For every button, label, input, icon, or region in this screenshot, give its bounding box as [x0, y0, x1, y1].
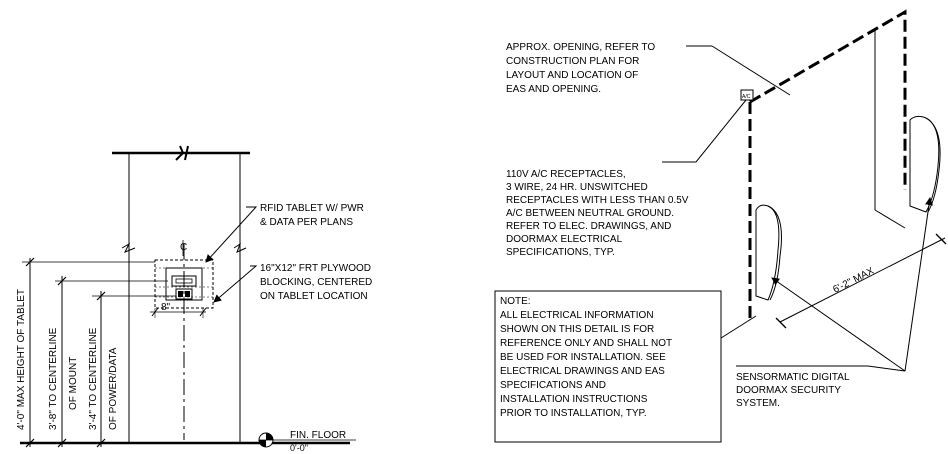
mount-dimension-label-1: 3'-8" TO CENTERLINE	[48, 327, 59, 430]
receptacle-note-line-7: SPECIFICATIONS, TYP.	[506, 247, 615, 258]
sensormatic-note-line-1: SENSORMATIC DIGITAL	[736, 372, 850, 383]
isometric-opening: A/C	[740, 9, 907, 318]
opening-note-line-3: LAYOUT AND LOCATION OF	[506, 70, 638, 81]
power-dimension-label-1: 3'-4" TO CENTERLINE	[88, 327, 99, 430]
doormax-pedestals	[755, 115, 941, 301]
note-line-1: NOTE:	[500, 296, 531, 307]
note-line-6: ELECTRICAL DRAWINGS AND EAS	[500, 366, 665, 377]
rfid-tablet-note-line-2: & DATA PER PLANS	[260, 217, 353, 228]
vertical-dimensions: 4'-0" MAX HEIGHT OF TABLET 3'-8" TO CENT…	[16, 257, 176, 448]
note-line-2: ALL ELECTRICAL INFORMATION	[500, 310, 654, 321]
note-line-4: REFERENCE ONLY AND SHALL NOT	[500, 338, 672, 349]
floor-elevation-label: 0'-0"	[290, 443, 308, 453]
rfid-tablet-note-line-1: RFID TABLET W/ PWR	[260, 203, 364, 214]
receptacle-note-line-6: DOORMAX ELECTRICAL	[506, 234, 623, 245]
opening-note-line-2: CONSTRUCTION PLAN FOR	[506, 56, 639, 67]
blocking-note-line-2: BLOCKING, CENTERED	[260, 277, 372, 288]
floor-elevation-marker: FIN. FLOOR 0'-0"	[258, 430, 356, 453]
sensormatic-note-line-3: SYSTEM.	[736, 398, 780, 409]
sensormatic-leader: SENSORMATIC DIGITAL DOORMAX SECURITY SYS…	[736, 197, 933, 409]
note-line-3: SHOWN ON THIS DETAIL IS FOR	[500, 324, 654, 335]
blocking-note-line-1: 16"X12" FRT PLYWOOD	[260, 263, 371, 274]
receptacle-note-line-3: RECEPTACLES WITH LESS THAN 0.5V	[506, 195, 689, 206]
max-width-label: 6'-2" MAX	[831, 266, 876, 296]
note-line-5: BE USED FOR INSTALLATION. SEE	[500, 352, 666, 363]
max-width-dimension: 6'-2" MAX	[775, 233, 947, 329]
centerline-symbol: C	[180, 242, 187, 253]
ac-box-label: A/C	[742, 94, 751, 100]
receptacle-note-line-1: 110V A/C RECEPTACLES,	[506, 169, 626, 180]
receptacle-note-line-5: REFER TO ELEC. DRAWINGS, AND	[506, 221, 671, 232]
mount-dimension-label-2: OF MOUNT	[68, 357, 79, 410]
note-line-9: PRIOR TO INSTALLATION, TYP.	[500, 408, 647, 419]
receptacle-note-line-4: A/C BETWEEN NEUTRAL GROUND.	[506, 208, 674, 219]
max-height-dimension-label: 4'-0" MAX HEIGHT OF TABLET	[16, 289, 27, 430]
rfid-leader: RFID TABLET W/ PWR & DATA PER PLANS	[205, 203, 364, 263]
tablet-assembly: C 8"	[150, 240, 214, 318]
sensormatic-note-line-2: DOORMAX SECURITY	[736, 385, 841, 396]
opening-note-line-1: APPROX. OPENING, REFER TO	[506, 42, 655, 53]
note-line-8: INSTALLATION INSTRUCTIONS	[500, 394, 648, 405]
note-line-7: SPECIFICATIONS AND	[500, 380, 606, 391]
receptacle-note-line-2: 3 WIRE, 24 HR. UNSWITCHED	[506, 182, 648, 193]
fin-floor-label: FIN. FLOOR	[290, 430, 346, 441]
opening-leader: APPROX. OPENING, REFER TO CONSTRUCTION P…	[506, 42, 791, 96]
receptacle-leader: 110V A/C RECEPTACLES, 3 WIRE, 24 HR. UNS…	[506, 99, 747, 258]
left-wall-elevation	[20, 145, 350, 445]
power-dimension-label-2: OF POWER/DATA	[108, 347, 119, 430]
blocking-note-line-3: ON TABLET LOCATION	[260, 291, 368, 302]
general-note-box: NOTE: ALL ELECTRICAL INFORMATION SHOWN O…	[494, 290, 757, 443]
blocking-leader: 16"X12" FRT PLYWOOD BLOCKING, CENTERED O…	[213, 263, 372, 303]
opening-note-line-4: EAS AND OPENING.	[506, 84, 601, 95]
tablet-width-dimension: 8"	[161, 302, 171, 313]
